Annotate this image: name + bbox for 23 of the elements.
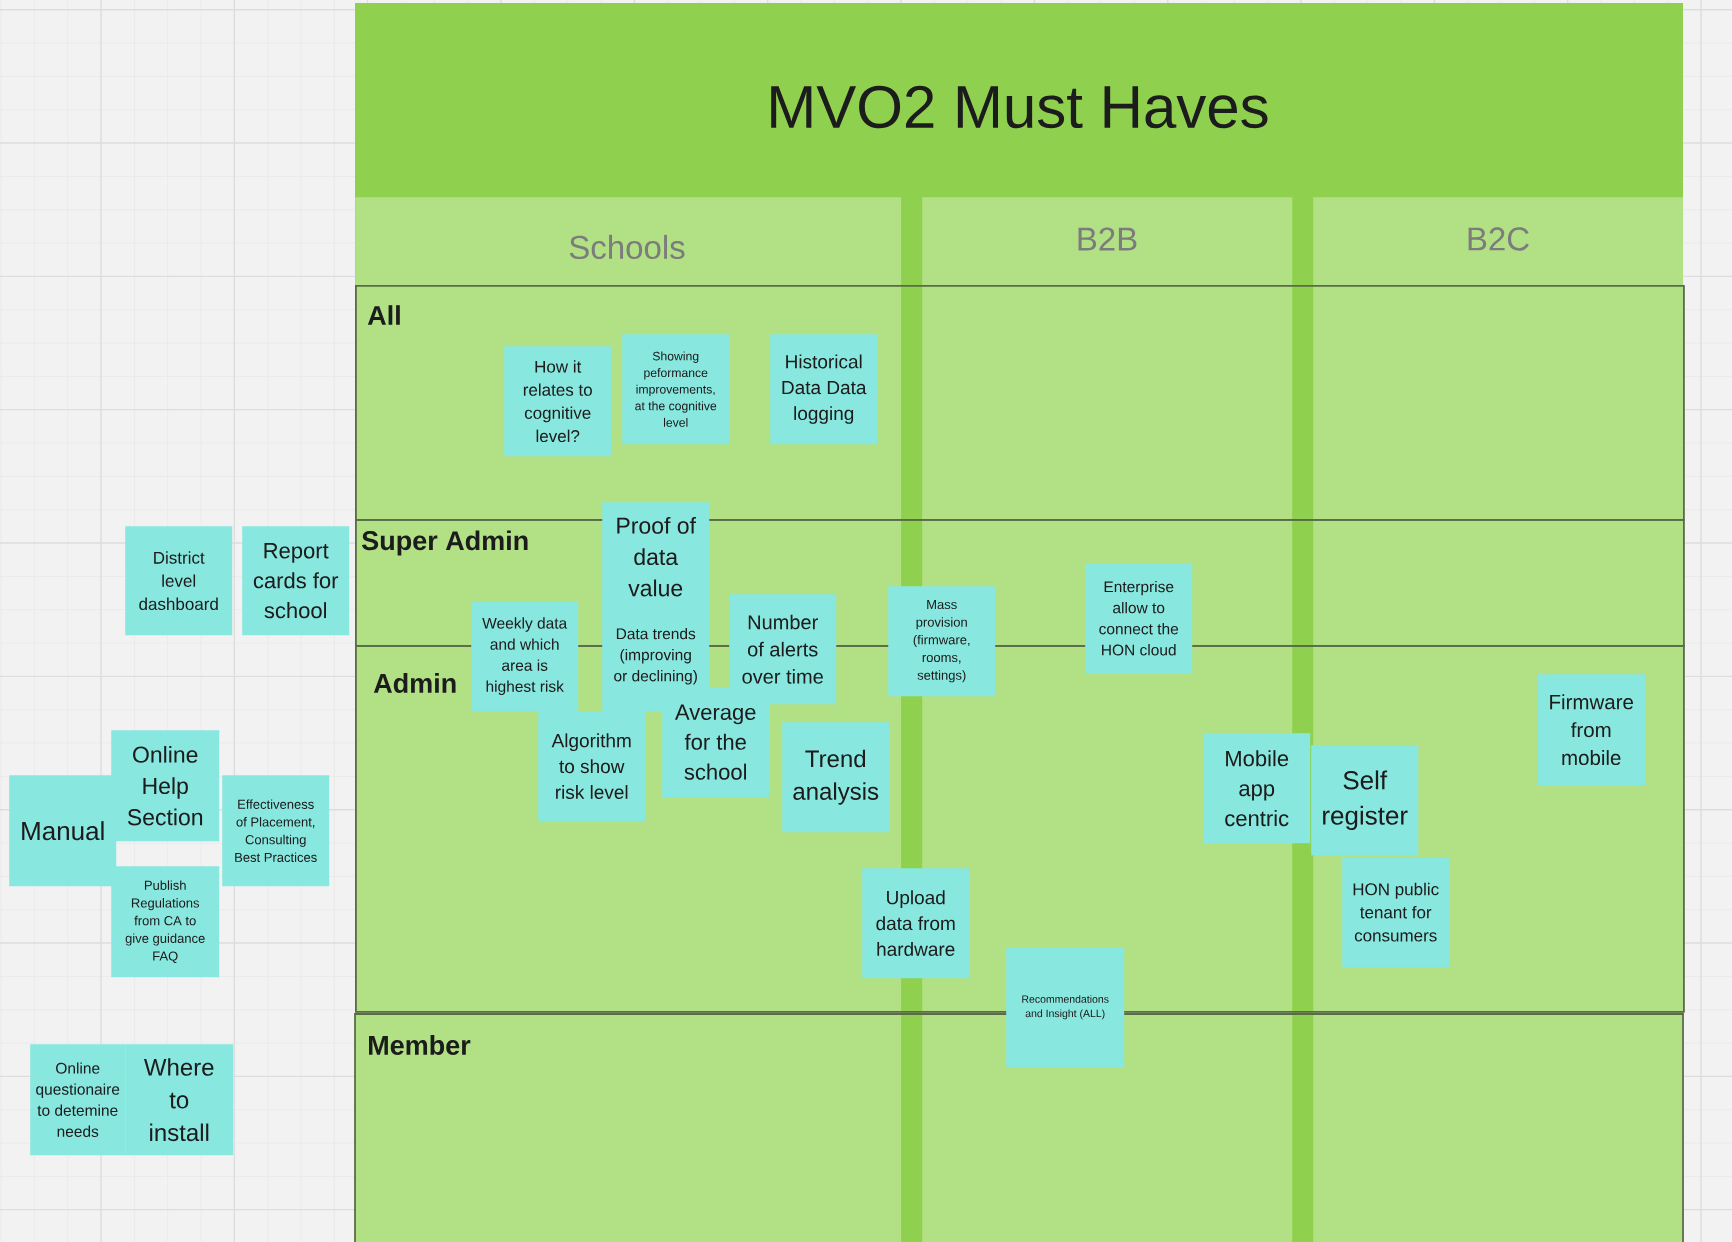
sticky-note: Algorithm to show risk level (538, 711, 646, 822)
sticky-note: Mass provision (firmware, rooms, settings) (888, 586, 996, 697)
sticky-note: Trend analysis (782, 722, 890, 833)
column-heading: Schools (569, 234, 685, 260)
column-heading: B2B (1078, 227, 1137, 251)
sticky-note: Showing peformance improvements, at the cognitive level (622, 334, 730, 445)
column-heading: B2C (1468, 227, 1529, 251)
sticky-note: Online questionaire to detemine needs (30, 1044, 126, 1156)
sticky-note: Manual (9, 775, 117, 887)
column-panel (1313, 197, 1684, 1242)
sticky-note: District level dashboard (125, 526, 233, 636)
board-title: MVO2 Must Haves (771, 85, 1268, 129)
sticky-note: Publish Regulations from CA to give guidance FAQ (111, 866, 220, 978)
sticky-note: Average for the school (662, 687, 770, 798)
sticky-note: Firmware from mobile (1537, 674, 1646, 786)
sticky-note: Online Help Section (111, 730, 220, 842)
sticky-note: Self register (1311, 745, 1419, 856)
sticky-note: Report cards for school (242, 526, 350, 636)
sticky-note: HON public tenant for consumers (1342, 857, 1450, 968)
sticky-note: Effectiveness of Placement, Consulting Best Practices (222, 775, 330, 887)
sticky-note: Historical Data Data logging (770, 334, 878, 445)
sticky-note: Where to install (125, 1044, 234, 1156)
sticky-note: How it relates to cognitive level? (504, 346, 612, 457)
